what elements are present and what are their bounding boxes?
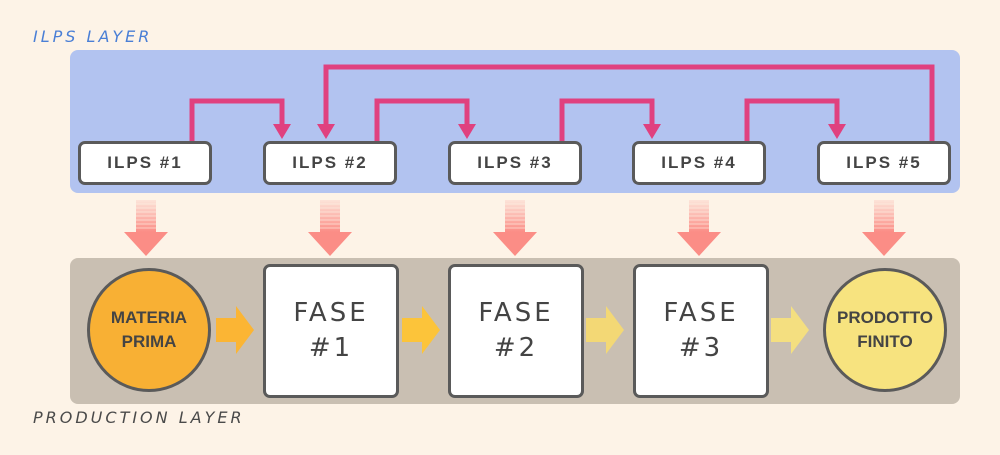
- fase-2-box[interactable]: FASE #2: [448, 264, 584, 398]
- flow-arrow-3: [586, 306, 624, 354]
- fase-1-title: FASE: [293, 297, 369, 328]
- ilps-layer-label: ILPS LAYER: [33, 27, 153, 46]
- arrowhead: [317, 124, 335, 139]
- arrowhead: [458, 124, 476, 139]
- prodotto-finito-line2: FINITO: [857, 332, 913, 351]
- ilps-node-2[interactable]: ILPS #2: [263, 141, 397, 185]
- ilps-node-3[interactable]: ILPS #3: [448, 141, 582, 185]
- fase-2-number: #2: [493, 333, 539, 363]
- prodotto-finito-line1: PRODOTTO: [836, 308, 934, 328]
- link-ilps2-ilps3: [374, 98, 470, 141]
- materia-prima-line1: MATERIA: [110, 308, 188, 328]
- fase-3-box[interactable]: FASE #3: [633, 264, 769, 398]
- link-ilps3-ilps4: [559, 98, 655, 141]
- materia-prima-node[interactable]: MATERIA PRIMA: [87, 268, 211, 392]
- flow-arrow-4: [771, 306, 809, 354]
- production-layer-label: PRODUCTION LAYER: [33, 408, 245, 427]
- arrowhead: [273, 124, 291, 139]
- fase-2-title: FASE: [478, 297, 554, 328]
- prodotto-finito-node[interactable]: PRODOTTO FINITO: [823, 268, 947, 392]
- flow-arrow-1: [216, 306, 254, 354]
- arrowhead: [643, 124, 661, 139]
- link-ilps1-ilps2: [189, 98, 285, 141]
- materia-prima-line2: PRIMA: [121, 332, 177, 351]
- link-ilps5-ilps2: [323, 64, 935, 141]
- fase-3-number: #3: [678, 333, 724, 363]
- flow-arrow-2: [402, 306, 440, 354]
- ilps-node-1[interactable]: ILPS #1: [78, 141, 212, 185]
- arrowhead: [828, 124, 846, 139]
- ilps-node-5[interactable]: ILPS #5: [817, 141, 951, 185]
- ilps-node-4[interactable]: ILPS #4: [632, 141, 766, 185]
- fase-3-title: FASE: [663, 297, 739, 328]
- fase-1-box[interactable]: FASE #1: [263, 264, 399, 398]
- link-ilps4-ilps5: [744, 98, 840, 141]
- fase-1-number: #1: [308, 333, 354, 363]
